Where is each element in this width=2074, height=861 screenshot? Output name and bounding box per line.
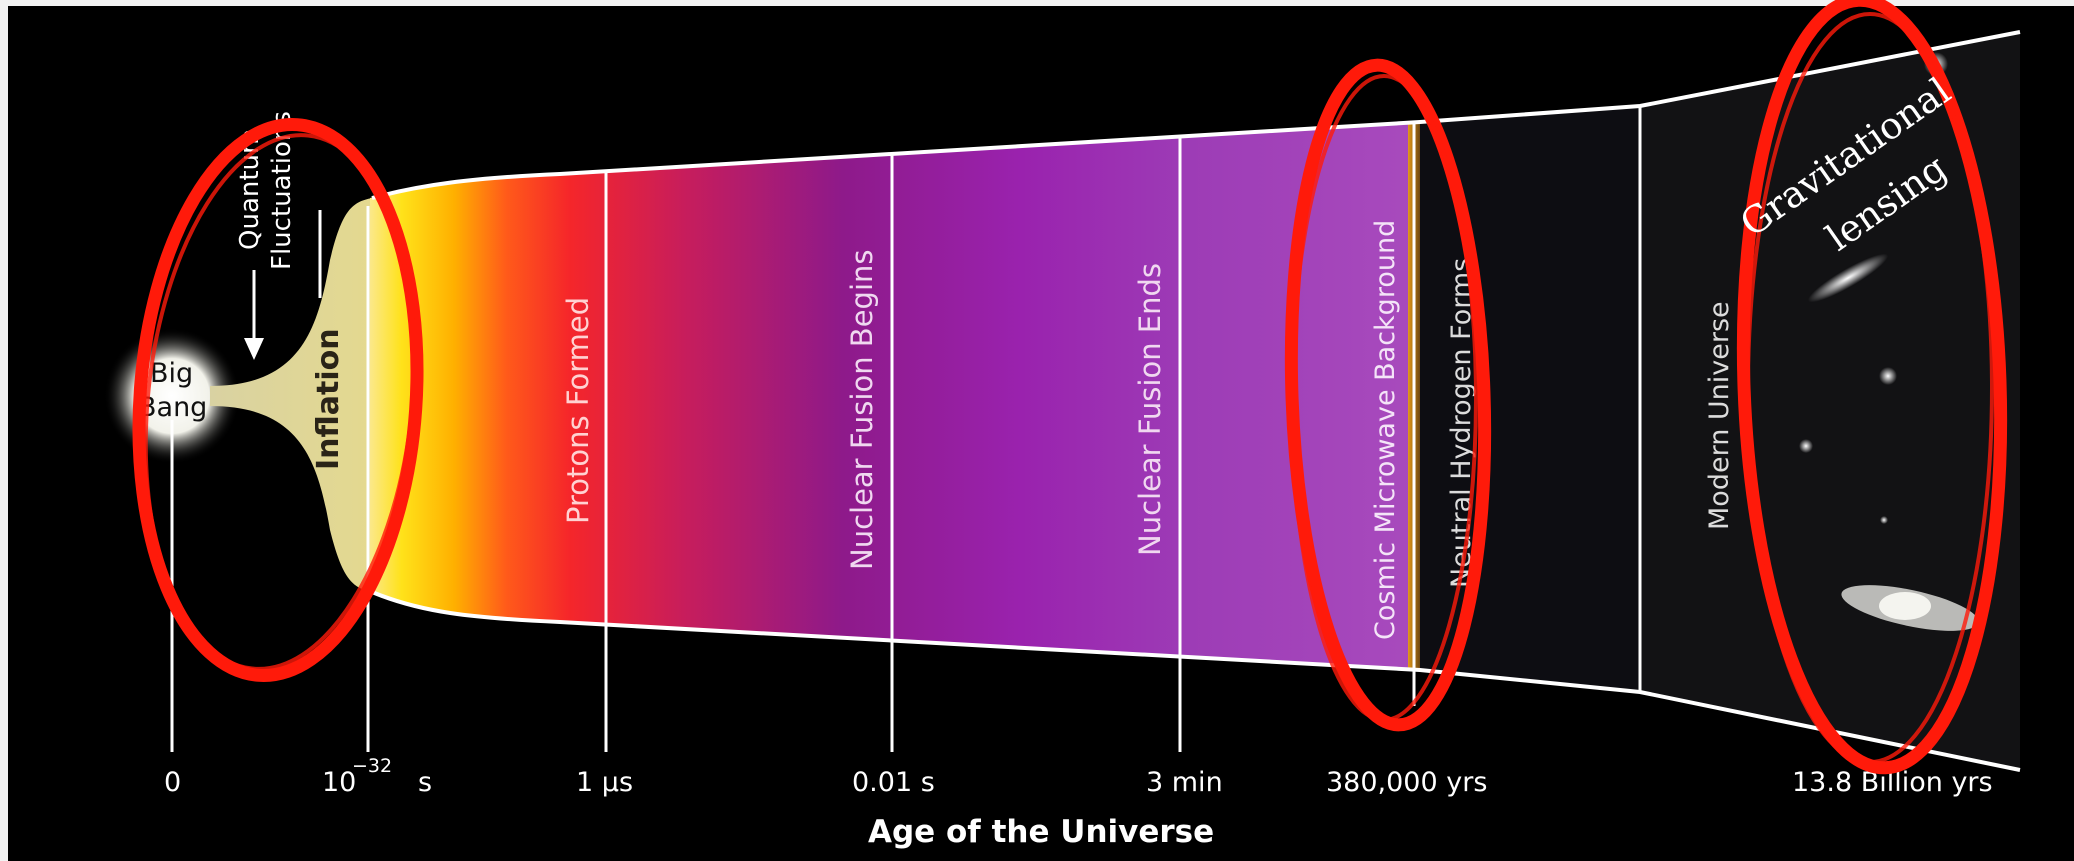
- highlight-ellipses: [132, 0, 2008, 775]
- tick-label-inflation-unit: s: [418, 767, 432, 798]
- modern-universe-region: [1640, 32, 2020, 770]
- nuclear-fusion-ends-label: Nuclear Fusion Ends: [1133, 263, 1167, 556]
- tick-label-1us: 1 µs: [576, 767, 633, 798]
- galaxy-1: [1807, 253, 1889, 303]
- outer-frame-top: [0, 0, 2074, 6]
- universe-envelope-bottom: [371, 590, 2021, 772]
- tick-label-001s: 0.01 s: [852, 767, 935, 798]
- nuclear-fusion-begins-label: Nuclear Fusion Begins: [845, 249, 879, 570]
- galaxy-2-core: [1879, 592, 1931, 620]
- inflation-funnel: [210, 198, 372, 592]
- modern-universe-label: Modern Universe: [1704, 301, 1735, 530]
- star-1: [1879, 367, 1897, 385]
- highlight-ellipse-lensing-2: [1746, 12, 1994, 764]
- universe-envelope-top: [371, 30, 2021, 200]
- tick-label-3min: 3 min: [1146, 767, 1223, 798]
- tick-label-inflation-exp: −32: [352, 755, 392, 777]
- tick-label-380k: 380,000 yrs: [1326, 767, 1487, 798]
- protons-formed-label: Protons Formed: [561, 297, 595, 524]
- highlight-ellipse-lensing: [1736, 0, 2008, 775]
- outer-frame-left: [0, 0, 8, 861]
- highlight-ellipse-big-bang-2: [143, 133, 417, 671]
- cmb-label: Cosmic Microwave Background: [1370, 220, 1401, 640]
- highlight-ellipse-big-bang: [132, 118, 424, 682]
- tick-label-0: 0: [164, 767, 181, 798]
- highlight-ellipse-cmb-2: [1290, 74, 1478, 722]
- epoch-band: [370, 122, 1420, 670]
- tick-label-inflation-base: 10: [322, 767, 356, 798]
- star-4: [1880, 516, 1888, 524]
- arrow-down-icon: [244, 270, 264, 360]
- star-2: [1799, 439, 1813, 453]
- axis-title: Age of the Universe: [868, 814, 1214, 850]
- tick-lines: [170, 106, 1642, 752]
- big-bang-label-line1: Big: [150, 358, 193, 389]
- inflation-label: Inflation: [311, 328, 346, 470]
